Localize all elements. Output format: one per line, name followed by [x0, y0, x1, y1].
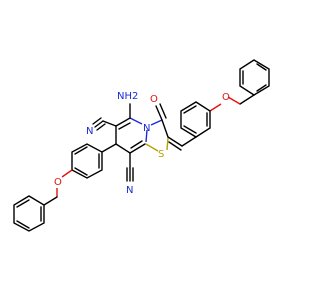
vinyl-double-bond-b [168, 141, 182, 151]
carbonyl-bond-a [155, 105, 163, 121]
bottom-benzyl-ch2-bond [43, 196, 58, 206]
benzylidene-ring [180, 101, 211, 138]
nitrile-bottom-nitrogen: N [126, 185, 133, 196]
vinyl-bond-1 [181, 136, 197, 147]
bottom-phenyl-ring [13, 195, 45, 232]
c7-aryl-bond [101, 143, 117, 153]
top-ether-bond [227, 96, 241, 105]
top-benzyl-ch2-bond [239, 94, 255, 105]
amine-label: NH2 [117, 91, 138, 102]
bottom-ether-ring-bond [61, 169, 73, 178]
bottom-ether-oxygen: O [54, 177, 62, 188]
carbonyl-oxygen: O [150, 94, 158, 105]
nitrile-top-nitrogen: N [86, 126, 93, 137]
top-phenyl-ring [239, 59, 270, 96]
carbonyl-bond-b [159, 103, 167, 119]
ring-nitrogen: N [143, 123, 150, 134]
dihydropyridine-ring [115, 117, 146, 154]
top-ether-oxygen: O [222, 92, 230, 103]
nitrile-top-c-bond [102, 120, 117, 127]
thiazolidinone-ring [145, 119, 169, 152]
amine-nh2: NH2 [117, 91, 138, 102]
molecule-diagram: O O N S NH2 [13, 59, 270, 232]
top-ether-ring-bond [209, 103, 222, 112]
vinyl-double-bond-a [167, 136, 183, 147]
molecule-structure: O O N S NH2 [13, 59, 270, 232]
nitrile-top-triple-a [94, 120, 104, 128]
ring-sulfur: S [158, 149, 164, 160]
nitrile-top-triple-b [92, 117, 102, 125]
nitrile-top-triple-c [96, 123, 106, 131]
lower-aryl-ring [71, 143, 103, 179]
